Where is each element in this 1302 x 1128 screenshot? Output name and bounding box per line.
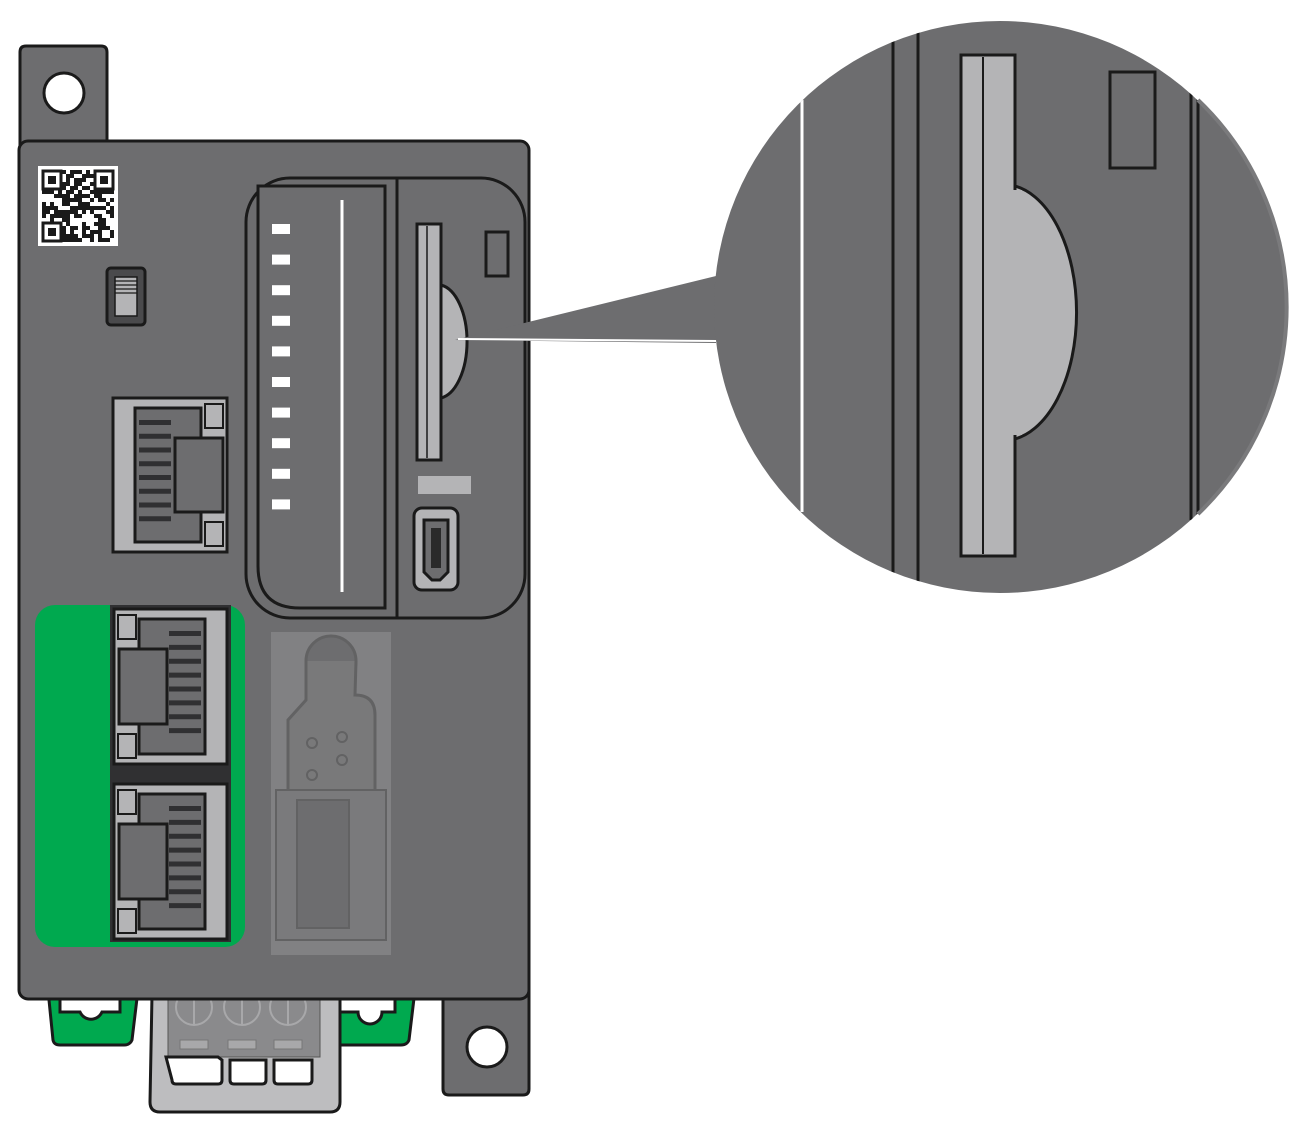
- mounting-hole-icon: [465, 1025, 509, 1069]
- callout-pointer: [455, 276, 716, 343]
- status-led: [272, 254, 290, 265]
- db9-connector-icon: [271, 632, 391, 955]
- status-led: [272, 438, 290, 449]
- status-led: [272, 377, 290, 387]
- status-led: [272, 407, 290, 418]
- mounting-hole-icon: [42, 71, 86, 115]
- status-led: [272, 468, 290, 479]
- status-led: [272, 499, 290, 510]
- bottom-clip-left: [46, 988, 140, 1047]
- qr-code-icon: [38, 166, 118, 246]
- label-bar: [418, 476, 471, 494]
- status-led: [272, 285, 290, 296]
- rj45-port-icon: [111, 396, 229, 554]
- slide-switch-icon: [105, 266, 147, 327]
- front-panel: [244, 176, 527, 620]
- mounting-tab-bottom: [441, 988, 531, 1097]
- status-led: [272, 315, 290, 326]
- mounting-tab-top: [18, 44, 109, 152]
- status-led: [272, 224, 290, 234]
- sd-card-slot-icon: [415, 222, 469, 462]
- bottom-clip-right: [320, 988, 417, 1047]
- rj45-port-icon: [112, 607, 229, 766]
- zoom-callout: [714, 21, 1289, 593]
- mini-usb-port-icon: [412, 506, 460, 592]
- rj45-port-icon: [112, 782, 229, 941]
- status-led: [272, 346, 290, 357]
- status-leds: [272, 224, 290, 510]
- terminal-block-icon: [148, 988, 342, 1114]
- indicator-window: [484, 230, 510, 278]
